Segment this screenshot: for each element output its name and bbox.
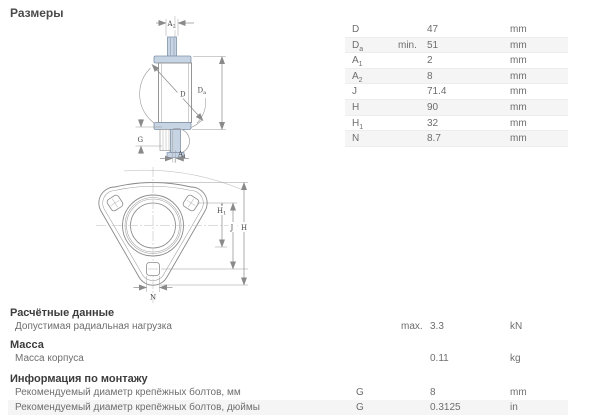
dim-label-j: J <box>230 224 234 232</box>
dim-symbol: J <box>352 86 357 98</box>
dim-symbol: H1 <box>352 117 364 131</box>
row-value: 8 <box>430 387 436 398</box>
row-symbol: G <box>356 387 364 398</box>
dim-unit: mm <box>510 117 527 129</box>
table-row: H 90 mm <box>345 99 568 116</box>
bolt-hole-top-left <box>106 194 124 212</box>
dim-symbol: A2 <box>352 70 363 84</box>
dim-value: 71.4 <box>427 86 447 98</box>
table-row: Масса корпуса 0.11 kg <box>8 352 568 366</box>
dim-value: 90 <box>427 101 439 113</box>
row-value: 0.11 <box>430 353 449 364</box>
dim-symbol: H <box>352 101 360 113</box>
dim-label-a1: A1 <box>177 151 186 161</box>
dim-unit: mm <box>510 101 527 113</box>
dim-symbol: D <box>352 24 360 35</box>
dim-label-h1: H1 <box>217 207 226 217</box>
front-view-drawing: H1 J H N <box>96 167 249 303</box>
dim-unit: mm <box>510 55 527 67</box>
section-heading-mounting: Информация по монтажу <box>10 373 148 385</box>
table-row: N 8.7 mm <box>345 131 568 147</box>
bolt-hole-bottom <box>146 262 160 276</box>
side-view-drawing: A2 D Da <box>123 16 244 191</box>
dim-unit: mm <box>510 24 527 35</box>
dim-label-g: G <box>138 136 144 144</box>
bolt-hole-top-right <box>182 194 200 212</box>
row-value: 0.3125 <box>430 401 461 413</box>
dim-unit: mm <box>510 133 527 145</box>
dim-value: 47 <box>427 24 439 35</box>
dim-value: 51 <box>427 39 439 51</box>
row-unit: kg <box>510 353 521 364</box>
dim-symbol: N <box>352 133 360 145</box>
dim-label-n: N <box>150 294 156 302</box>
table-row: A1 2 mm <box>345 53 568 69</box>
dim-value: 2 <box>427 55 433 67</box>
row-label: Рекомендуемый диаметр крепёжных болтов, … <box>15 387 241 398</box>
row-qualifier: max. <box>401 321 423 332</box>
dim-symbol: Da <box>352 39 364 53</box>
row-unit: mm <box>510 387 527 398</box>
table-row: Рекомендуемый диаметр крепёжных болтов, … <box>8 399 568 415</box>
row-unit: kN <box>510 321 523 332</box>
table-row: Допустимая радиальная нагрузка max. 3.3 … <box>8 320 568 334</box>
dim-value: 8.7 <box>427 133 441 145</box>
dim-value: 8 <box>427 70 433 82</box>
table-row: A2 8 mm <box>345 68 568 85</box>
row-label: Масса корпуса <box>15 353 84 364</box>
dim-label-da: Da <box>198 87 207 97</box>
dim-qualifier: min. <box>398 39 417 51</box>
row-label: Рекомендуемый диаметр крепёжных болтов, … <box>15 401 260 413</box>
table-row: Da min. 51 mm <box>345 37 568 54</box>
dim-symbol: A1 <box>352 55 363 69</box>
page-title: Размеры <box>10 6 64 20</box>
table-row: H1 32 mm <box>345 116 568 132</box>
section-heading-calculation: Расчётные данные <box>10 307 115 319</box>
dim-label-d: D <box>180 91 186 99</box>
row-unit: in <box>510 401 518 413</box>
dim-unit: mm <box>510 39 527 51</box>
row-value: 3.3 <box>430 321 444 332</box>
dim-unit: mm <box>510 70 527 82</box>
dimensions-table: D 47 mm Da min. 51 mm A1 2 mm A2 8 mm J … <box>345 22 568 147</box>
row-label: Допустимая радиальная нагрузка <box>15 321 172 332</box>
section-heading-mass: Масса <box>10 339 44 351</box>
dim-value: 32 <box>427 117 439 129</box>
row-symbol: G <box>356 401 364 413</box>
dim-unit: mm <box>510 86 527 98</box>
table-row: D 47 mm <box>345 22 568 38</box>
table-row: J 71.4 mm <box>345 84 568 100</box>
table-row: Рекомендуемый диаметр крепёжных болтов, … <box>8 386 568 400</box>
dim-label-h: H <box>241 224 247 232</box>
dim-label-a2: A2 <box>167 20 176 30</box>
